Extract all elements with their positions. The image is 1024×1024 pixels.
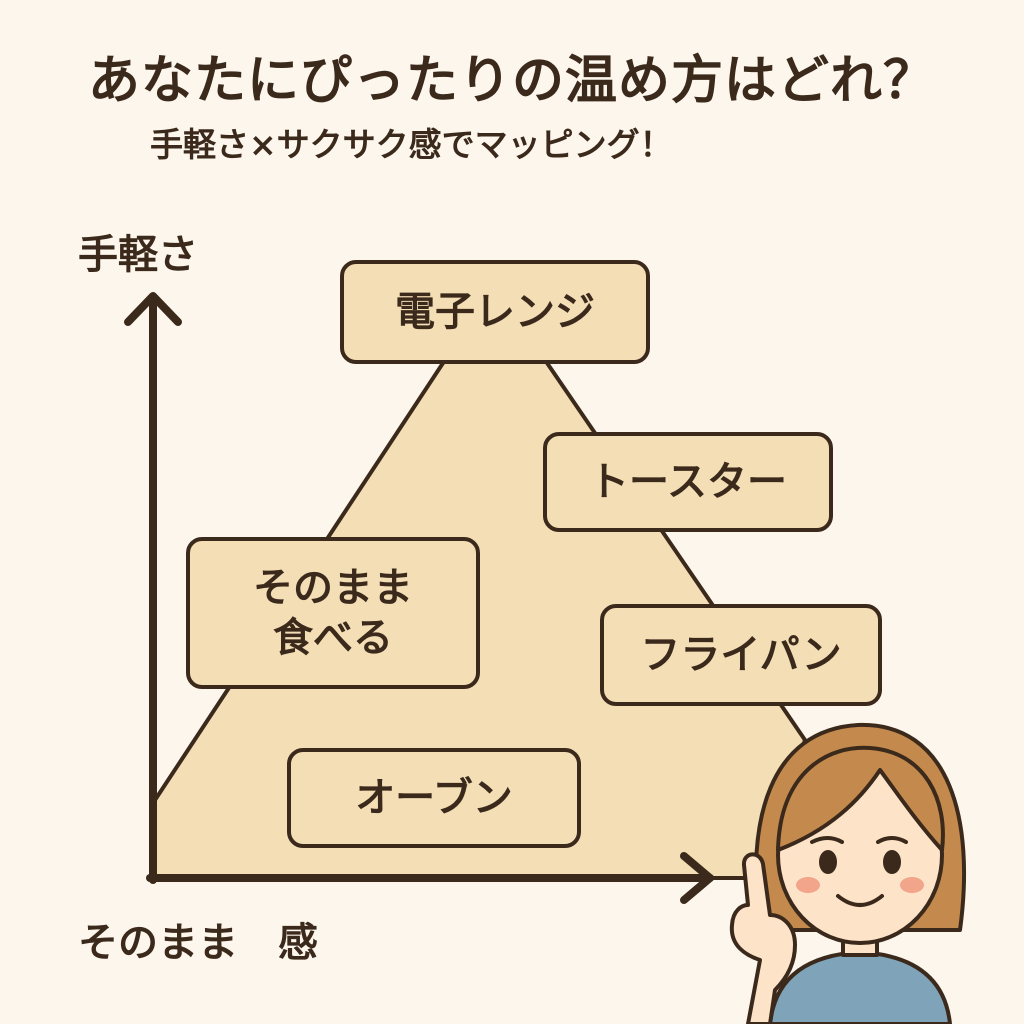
page-title: あなたにぴったりの温め方はどれ？ xyxy=(87,51,936,111)
method-toaster: トースター xyxy=(543,432,833,532)
method-frypan: フライパン xyxy=(600,604,882,706)
method-microwave: 電子レンジ xyxy=(340,260,650,364)
page-subtitle: 手軽さ×サクサク感でマッピング！ xyxy=(150,125,673,164)
girl-pointing-illustration xyxy=(729,722,967,1024)
method-eat-as-is: そのまま 食べる xyxy=(186,537,480,689)
x-axis-label: そのまま 感 xyxy=(78,920,318,966)
method-oven: オーブン xyxy=(287,748,581,848)
right-arrow-icon xyxy=(146,852,714,904)
up-arrow-icon xyxy=(124,292,182,884)
y-axis-label: 手軽さ xyxy=(78,232,198,278)
